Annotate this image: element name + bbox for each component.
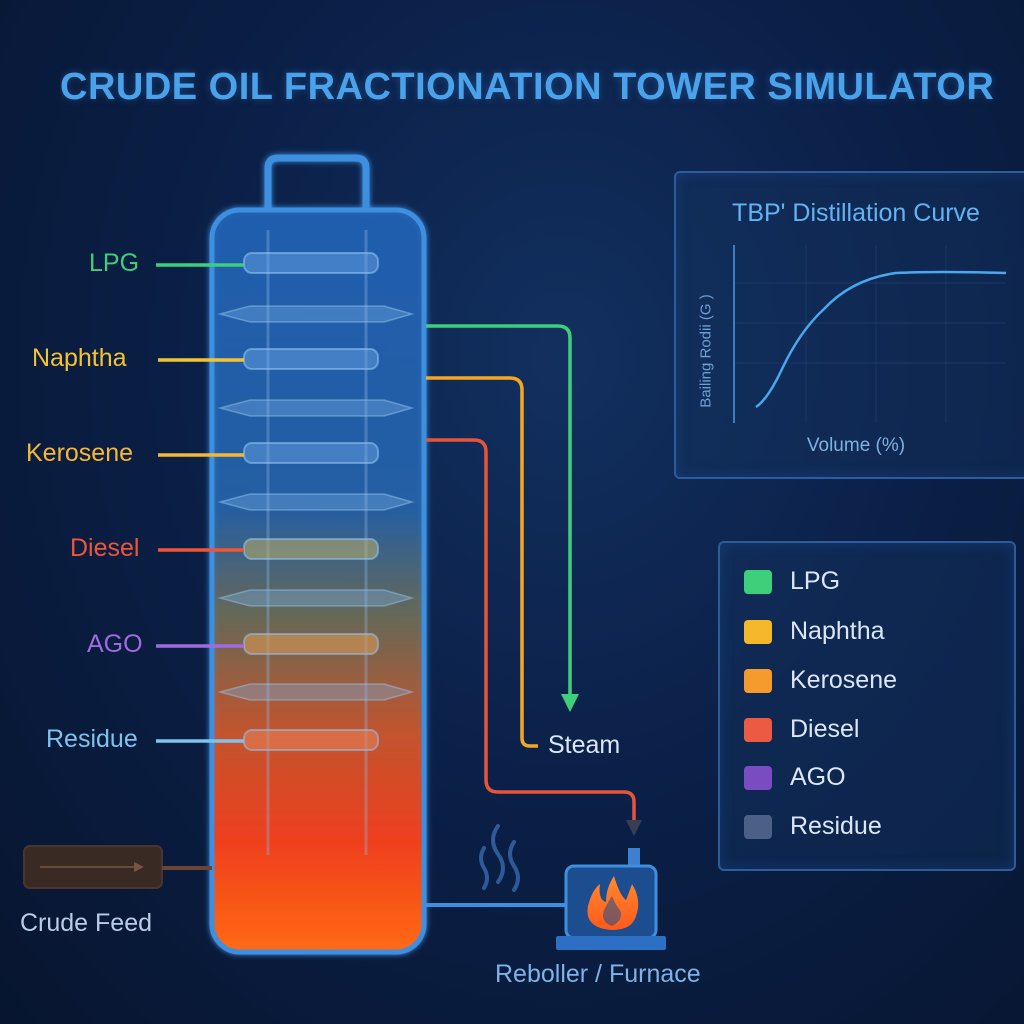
chart-xlabel: Volume (%) — [806, 435, 906, 456]
tbp-curve-plot — [733, 245, 1007, 423]
legend-swatch — [744, 669, 772, 693]
chart-title: TBP' Distillation Curve — [732, 199, 980, 227]
legend-label: Residue — [790, 812, 882, 840]
fraction-label-kerosene: Kerosene — [26, 439, 134, 467]
crude-feed-label: Crude Feed — [20, 909, 153, 937]
legend-label: Diesel — [790, 715, 860, 743]
legend-swatch — [744, 620, 772, 644]
tbp-curve — [755, 270, 1007, 409]
legend-panel: LPG Naphtha Kerosene Diesel AGO Residue — [718, 541, 1016, 871]
tbp-chart-panel: TBP' Distillation Curve Bailing Rodii (G… — [674, 171, 1024, 479]
fraction-label-naphtha: Naphtha — [32, 344, 127, 372]
fraction-label-lpg: LPG — [89, 249, 140, 277]
green-arrowhead — [561, 694, 579, 712]
fraction-label-ago: AGO — [87, 630, 143, 658]
legend-swatch — [744, 718, 772, 742]
red-line — [426, 438, 636, 820]
red-arrowhead — [626, 820, 642, 836]
heat-waves-icon — [479, 824, 520, 892]
tower-body — [209, 207, 427, 955]
page-title: CRUDE OIL FRACTIONATION TOWER SIMULATOR — [60, 66, 995, 108]
fraction-label-residue: Residue — [46, 725, 138, 753]
overhead-pipe — [264, 154, 370, 212]
legend-swatch — [744, 766, 772, 790]
draw-trays — [243, 252, 379, 751]
legend-label: Naphtha — [790, 617, 885, 645]
legend-swatch — [744, 815, 772, 839]
fraction-label-diesel: Diesel — [70, 534, 140, 562]
legend-swatch — [744, 570, 772, 594]
legend-label: AGO — [790, 763, 846, 791]
legend-label: LPG — [790, 567, 841, 595]
reboiler-label: Reboller / Furnace — [495, 960, 701, 988]
legend-label: Kerosene — [790, 666, 898, 694]
furnace-icon — [556, 848, 666, 950]
baffles — [217, 305, 415, 701]
steam-label: Steam — [548, 731, 621, 759]
orange-line — [426, 376, 538, 748]
green-line — [426, 324, 572, 694]
